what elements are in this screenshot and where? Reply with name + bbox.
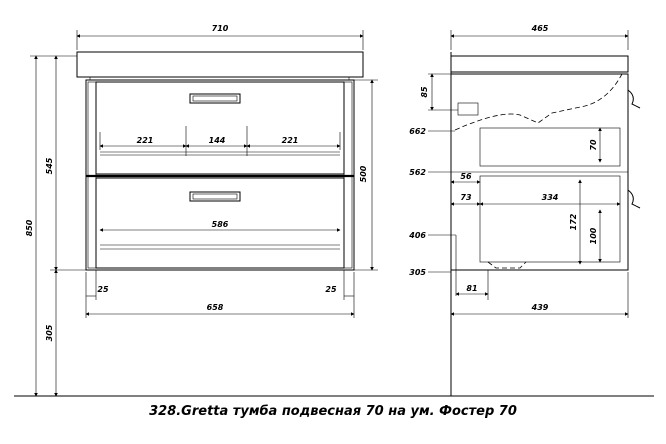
dim-500-label: 500 — [359, 165, 368, 182]
side-drawer-bottom-box — [479, 175, 621, 263]
dim-305-side-label: 305 — [409, 268, 426, 277]
front-basin — [76, 51, 364, 78]
dim-334-label: 334 — [542, 193, 559, 202]
dim-562-label: 562 — [409, 168, 426, 177]
dim-70-label: 70 — [589, 139, 598, 151]
dim-73-label: 73 — [460, 193, 472, 202]
dim-305-label: 305 — [45, 324, 54, 341]
dim-25a-label: 25 — [97, 285, 109, 294]
drawing-caption: 328.Gretta тумба подвесная 70 на ум. Фос… — [149, 404, 517, 419]
dim-100-label: 100 — [589, 227, 598, 244]
side-handle-top — [627, 89, 641, 109]
dim-662-label: 662 — [409, 127, 426, 136]
side-drain — [457, 102, 479, 116]
front-handle-bottom-inner — [192, 193, 238, 200]
front-view: 710 221 144 221 586 25 25 658 545 850 — [25, 24, 378, 397]
dim-172-label: 172 — [569, 213, 578, 230]
front-drawer-bottom — [95, 177, 345, 269]
dim-586-label: 586 — [212, 220, 229, 229]
dim-465-label: 465 — [531, 24, 549, 33]
dim-221a-label: 221 — [137, 136, 154, 145]
front-handle-top — [189, 93, 241, 104]
side-basin-top — [450, 55, 629, 73]
side-handle-bottom — [627, 189, 641, 209]
dim-221b-label: 221 — [282, 136, 299, 145]
side-drawer-top-box — [479, 127, 621, 167]
dim-85-label: 85 — [420, 86, 429, 98]
side-bottom-dash — [487, 261, 527, 269]
dim-710-label: 710 — [212, 24, 229, 33]
dim-56-label: 56 — [460, 172, 472, 181]
dim-545-label: 545 — [45, 157, 54, 174]
dim-25b-label: 25 — [325, 285, 337, 294]
dim-144-label: 144 — [209, 136, 226, 145]
side-basin-bowl — [454, 73, 623, 131]
dim-658-label: 658 — [207, 303, 224, 312]
front-drawer-top — [95, 81, 345, 175]
dim-406-label: 406 — [408, 231, 426, 240]
front-handle-top-inner — [192, 95, 238, 102]
dim-439-label: 439 — [531, 303, 549, 312]
side-view: 465 85 662 562 406 305 56 73 334 70 172 … — [408, 24, 641, 396]
dim-81-label: 81 — [466, 284, 477, 293]
front-handle-bottom — [189, 191, 241, 202]
dim-850-label: 850 — [25, 219, 34, 236]
